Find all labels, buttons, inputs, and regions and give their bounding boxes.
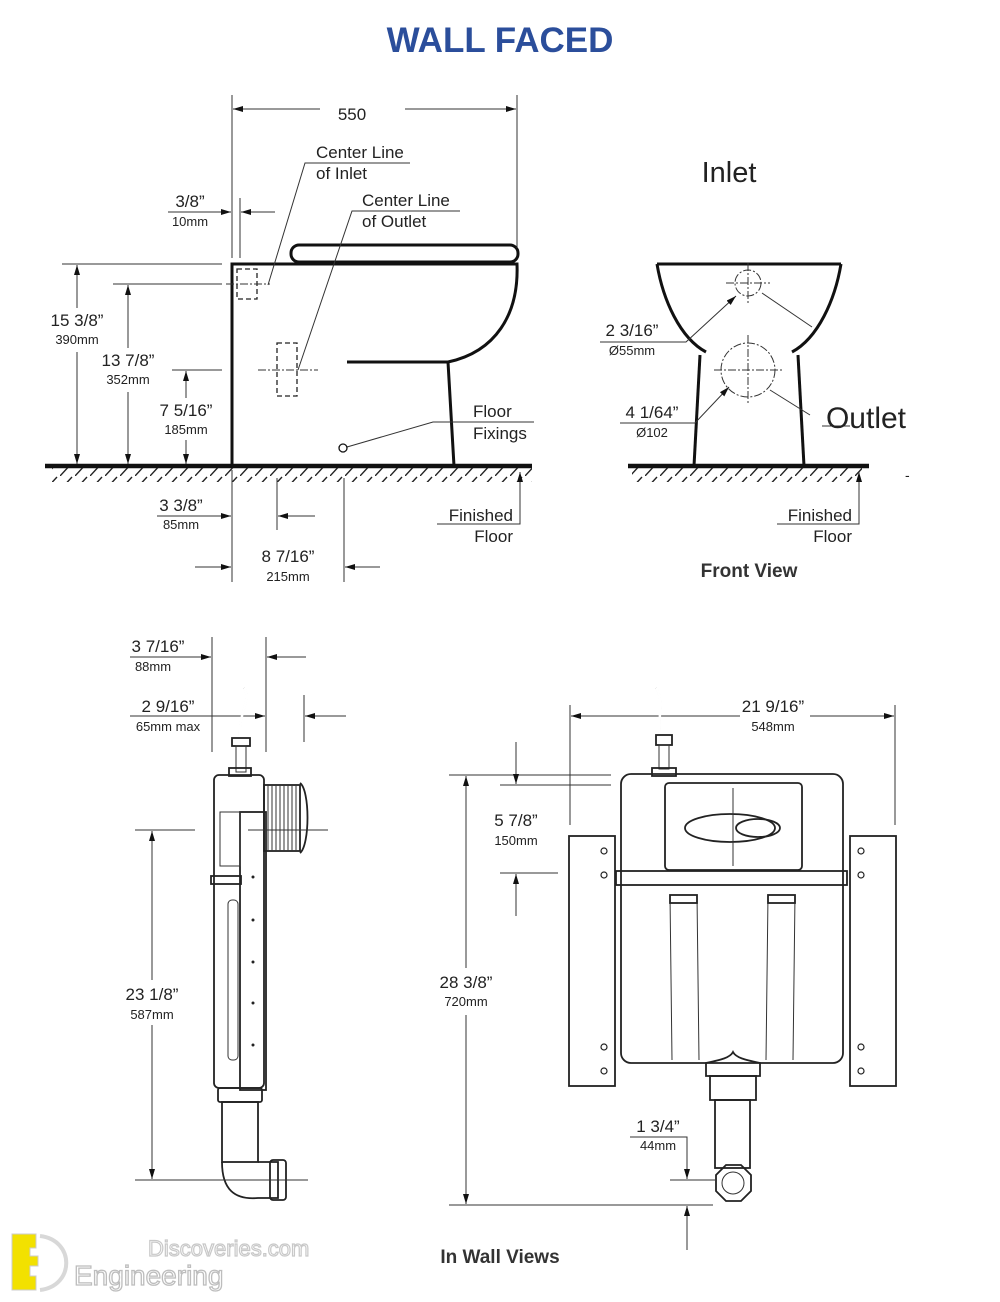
pipe-offset-in: 1 3/4” — [636, 1117, 680, 1136]
floor-fixings-label-2: Fixings — [473, 424, 527, 443]
outlet-offset-in: 3 3/8” — [159, 496, 203, 515]
pipe-offset-mm: 44mm — [640, 1138, 676, 1153]
toilet-front-outline — [655, 262, 843, 467]
finished-floor-label: Finished — [449, 506, 513, 525]
cistern-height-in: 23 1/8” — [126, 985, 179, 1004]
logo-line-2: Engineering — [74, 1260, 223, 1291]
inlet-height-in: 13 7/8” — [102, 351, 155, 370]
logo-e-icon — [11, 1233, 39, 1291]
flange-depth-in: 2 9/16” — [142, 697, 195, 716]
center-line-outlet-label: Center Line — [362, 191, 450, 210]
floor-hatch — [52, 468, 532, 482]
toilet-side-outline — [226, 243, 520, 467]
finished-floor-label-2: Floor — [474, 527, 513, 546]
center-line-outlet-label-2: of Outlet — [362, 212, 427, 231]
engineering-discoveries-logo: Discoveries.com Engineering — [11, 1233, 310, 1292]
total-height-mm: 390mm — [55, 332, 98, 347]
floor-hatch — [632, 468, 862, 482]
total-height-in: 28 3/8” — [440, 973, 493, 992]
cistern-depth-in: 3 7/16” — [132, 637, 185, 656]
logo-line-1: Discoveries.com — [148, 1236, 309, 1261]
cistern-width-mm: 548mm — [751, 719, 794, 734]
outlet-diameter-mm: Ø102 — [636, 425, 668, 440]
dash-mark: - — [905, 467, 910, 483]
finished-floor-label-2: Floor — [813, 527, 852, 546]
outlet-height-mm: 185mm — [164, 422, 207, 437]
inlet-height-mm: 352mm — [106, 372, 149, 387]
logo-d-icon — [39, 1234, 69, 1292]
top-offset-mm: 150mm — [494, 833, 537, 848]
side-view: 550 3/8” 10mm Center Line of Inlet Cente… — [45, 95, 534, 584]
fixing-offset-in: 8 7/16” — [262, 547, 315, 566]
inlet-diameter-in: 2 3/16” — [606, 321, 659, 340]
waste-nut-icon — [715, 1164, 752, 1202]
total-height-mm: 720mm — [444, 994, 487, 1009]
cistern-height-mm: 587mm — [130, 1007, 173, 1022]
overall-width-label: 550 — [338, 105, 366, 124]
center-line-inlet-label: Center Line — [316, 143, 404, 162]
outlet-diameter-in: 4 1/64” — [626, 403, 679, 422]
wall-offset-mm: 10mm — [172, 214, 208, 229]
inlet-diameter-mm: Ø55mm — [609, 343, 655, 358]
in-wall-side-view: 3 7/16” 88mm 2 9/16” 65mm max — [126, 637, 346, 1201]
top-offset-in: 5 7/8” — [494, 811, 538, 830]
cistern-depth-mm: 88mm — [135, 659, 171, 674]
cistern-width-in: 21 9/16” — [742, 697, 805, 716]
page-title: WALL FACED — [387, 21, 614, 60]
floor-fixings-label: Floor — [473, 402, 512, 421]
in-wall-front-view: 21 9/16” 548mm — [440, 687, 897, 1250]
flange-depth-mm: 65mm max — [136, 719, 201, 734]
inlet-label: Inlet — [702, 157, 757, 189]
center-line-inlet-label-2: of Inlet — [316, 164, 367, 183]
floor-fixing-icon — [338, 443, 348, 453]
in-wall-views-caption: In Wall Views — [440, 1247, 559, 1268]
outlet-height-in: 7 5/16” — [160, 401, 213, 420]
front-view-caption: Front View — [701, 561, 798, 582]
outlet-label: Outlet — [826, 402, 907, 435]
cistern-front-drawing — [568, 687, 897, 1202]
finished-floor-label: Finished — [788, 506, 852, 525]
fixing-offset-mm: 215mm — [266, 569, 309, 584]
front-view: Inlet 2 3/16” Ø55mm 4 1/64” Ø102 Outlet … — [600, 157, 910, 582]
outlet-offset-mm: 85mm — [163, 517, 199, 532]
wall-offset-in: 3/8” — [175, 192, 205, 211]
cistern-side-drawing — [210, 687, 309, 1201]
total-height-in: 15 3/8” — [51, 311, 104, 330]
